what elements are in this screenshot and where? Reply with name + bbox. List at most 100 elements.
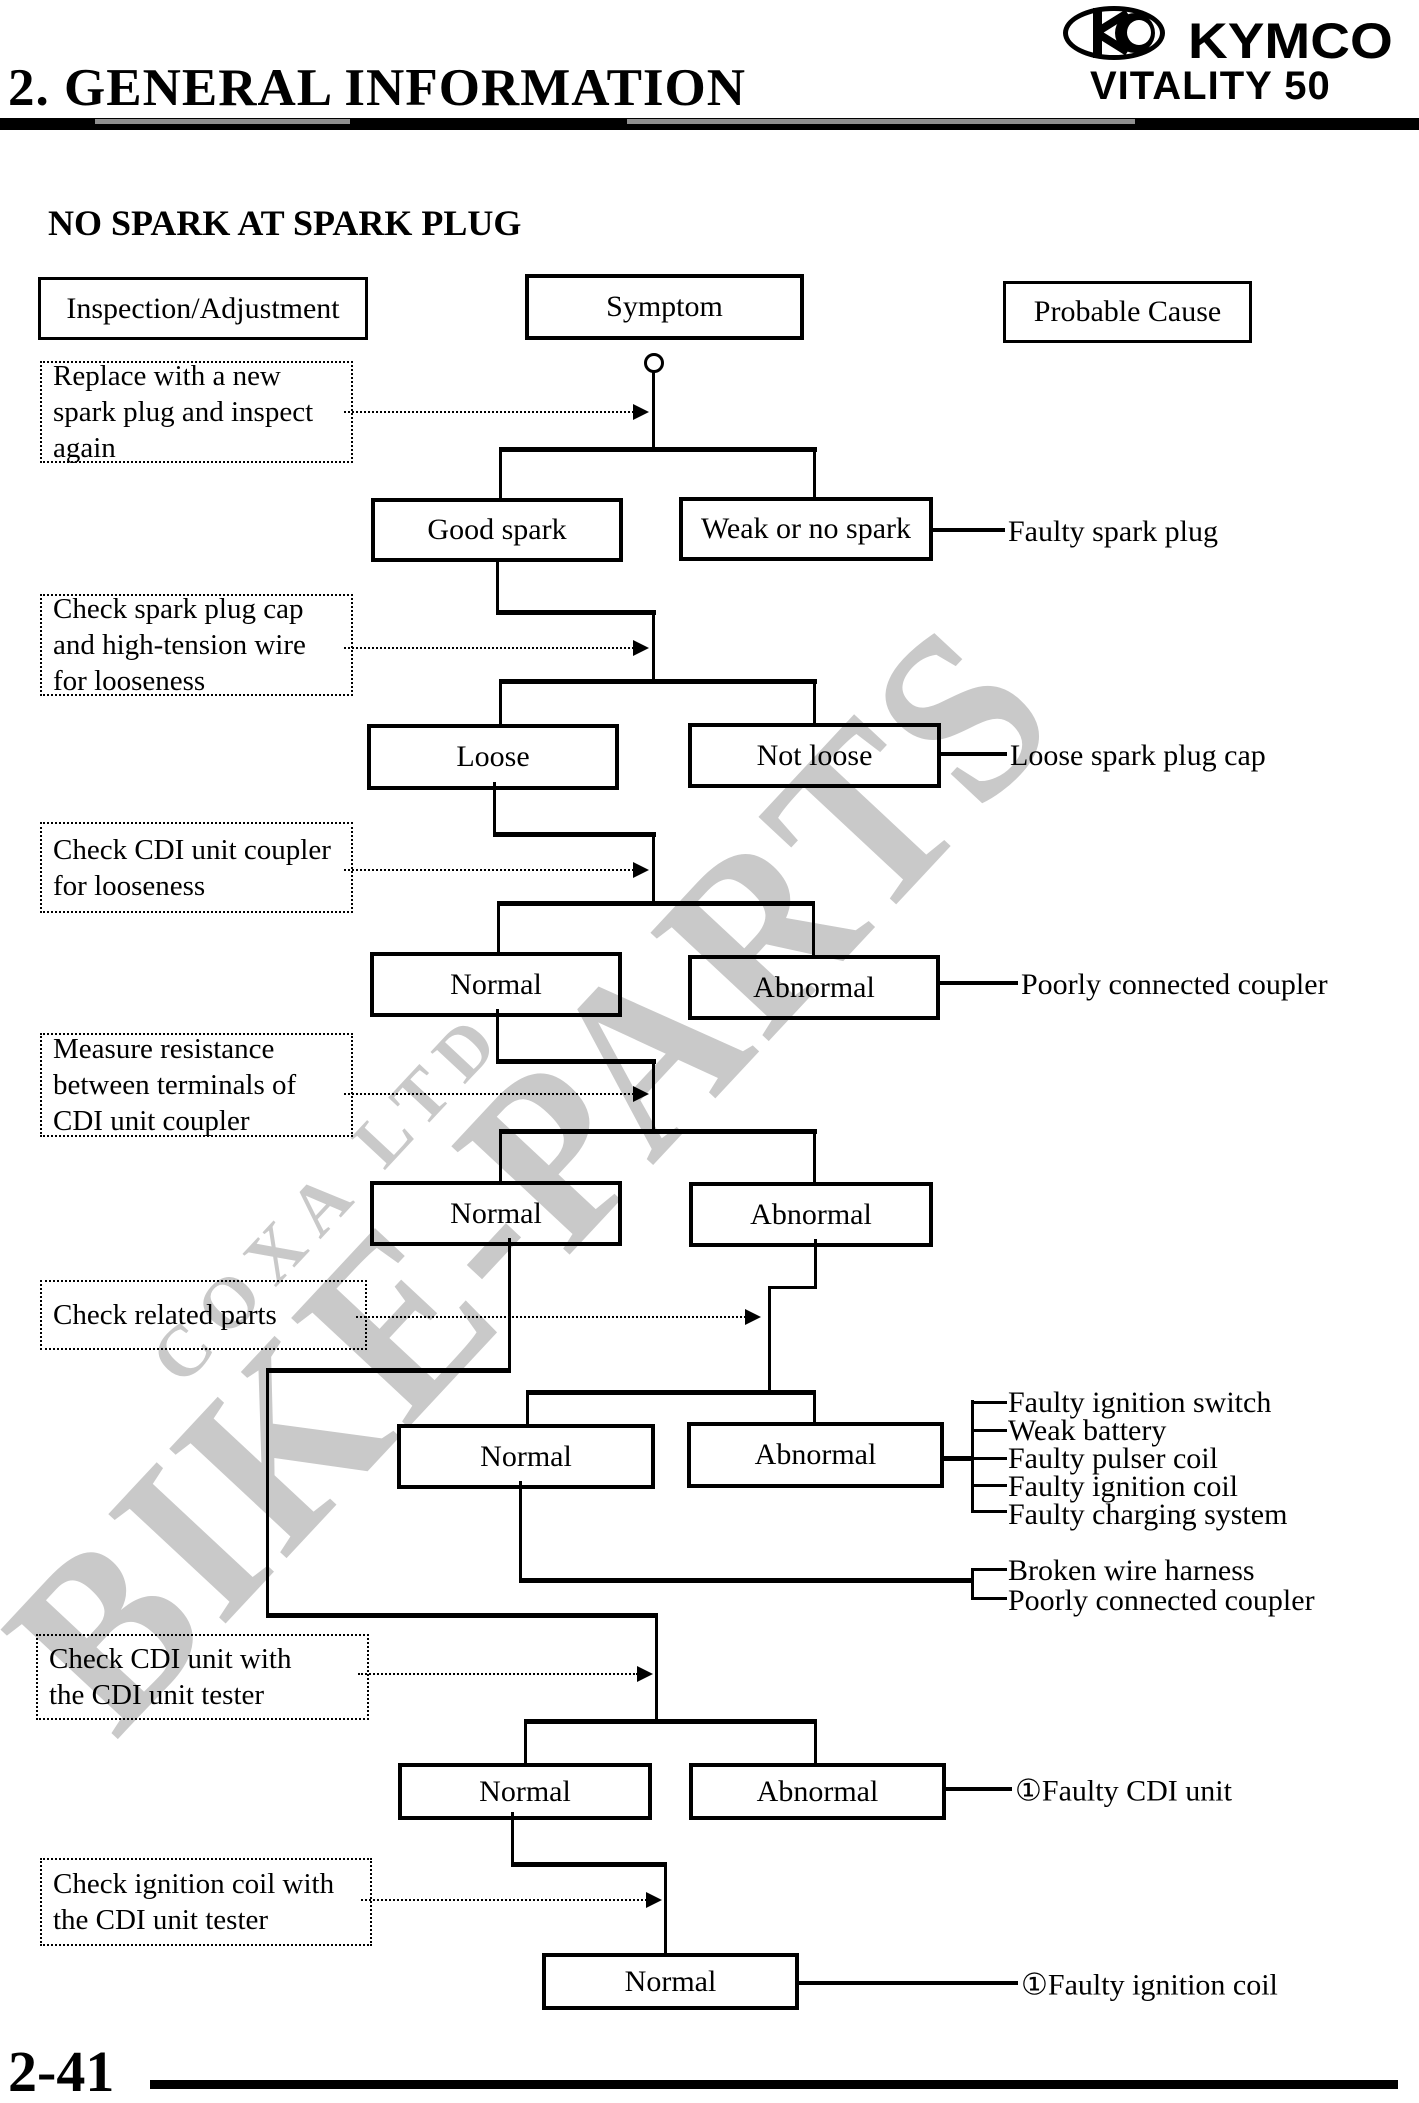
cause-item: Faulty ignition switch [1008,1386,1272,1419]
arrowhead-icon [637,1666,653,1682]
step-line [496,610,656,615]
bypass-line [266,1368,511,1373]
cause-item: Broken wire harness [1008,1554,1255,1587]
column-header-cause: Probable Cause [1003,281,1252,343]
dotted-line [358,1673,638,1675]
inspection-box-replace-plug: Replace with a new spark plug and inspec… [40,360,353,464]
flow-stem [664,1862,667,1953]
bracket-tick [971,1568,1007,1571]
jog-line [768,1286,817,1289]
branch-drop [812,901,815,955]
dotted-arrow-2 [344,640,649,656]
dotted-arrow-6 [358,1666,653,1682]
inspection-line: Check ignition coil with [53,1868,335,1900]
flow-box-weak-no-spark: Weak or no spark [679,497,933,561]
column-header-inspection: Inspection/Adjustment [38,277,368,340]
inspection-line: between terminals of [53,1069,297,1101]
cause-bracket [971,1400,974,1512]
step-drop [511,1812,514,1865]
branch-drop [497,901,500,952]
inspection-line: and high-tension wire [53,629,306,661]
logo-ellipse [1063,6,1165,60]
bracket-tick [971,1597,1007,1600]
footer-page-number: 2-41 [8,2039,115,2103]
branch-drop [499,679,502,724]
cause-text-poorly-connected-coupler: Poorly connected coupler [1021,968,1328,1001]
cause-connector [940,981,1018,985]
inspection-line: again [53,432,116,464]
cause-connector [941,752,1007,756]
model-name: VITALITY 50 [1090,64,1331,108]
branch-drop [526,1390,529,1424]
branch-line [497,901,815,906]
step-line [496,1059,656,1064]
dotted-line [356,1316,746,1318]
arrowhead-icon [646,1892,662,1908]
cause-item: Poorly connected coupler [1008,1584,1315,1617]
step-drop [493,782,496,835]
dotted-arrow-5 [356,1309,761,1325]
column-header-symptom: Symptom [525,274,804,340]
cause-list-electrical: Faulty ignition switch Weak battery Faul… [1008,1386,1287,1530]
start-node-icon [644,353,664,373]
branch-drop [499,1129,502,1181]
branch-line [499,1129,817,1134]
inspection-line: Check spark plug cap [53,593,304,625]
branch-drop [524,1719,527,1763]
step-line [511,1862,667,1867]
flow-stem [652,371,655,451]
cause-connector [944,1456,972,1461]
cause-text-loose-plug-cap: Loose spark plug cap [1010,739,1266,772]
step-drop [496,1009,499,1062]
normal-feed-line [519,1578,972,1583]
page-title: NO SPARK AT SPARK PLUG [48,203,522,243]
flow-box-good-spark: Good spark [371,498,623,562]
cause-connector [946,1787,1012,1791]
dotted-line [344,1093,634,1095]
cause-connector [799,1981,1018,1985]
branch-drop [813,1390,816,1422]
dotted-line [361,1899,647,1901]
flow-box-cdi-normal: Normal [398,1763,652,1820]
branch-drop [814,1719,817,1763]
inspection-line: for looseness [53,665,206,697]
arrowhead-icon [633,404,649,420]
dotted-arrow-7 [361,1892,662,1908]
cause-list-harness: Broken wire harness Poorly connected cou… [1008,1556,1315,1616]
bracket-tick [971,1401,1007,1404]
arrowhead-icon [745,1309,761,1325]
branch-drop [813,447,816,498]
inspection-line: Check CDI unit coupler [53,833,331,866]
flow-box-related-normal: Normal [397,1424,655,1489]
flow-stem [655,1613,658,1721]
inspection-line: the CDI unit tester [53,1904,269,1936]
flow-box-cdi-abnormal: Abnormal [689,1763,946,1820]
arrowhead-icon [633,862,649,878]
step-line [493,832,656,837]
branch-line [524,1719,817,1724]
flow-stem [652,832,655,904]
branch-line [526,1390,816,1395]
inspection-box-cdi-coupler: Check CDI unit coupler for looseness [40,822,353,913]
inspection-line: for looseness [53,869,206,902]
flow-box-final-normal: Normal [542,1953,799,2010]
bracket-tick [971,1510,1007,1513]
dotted-line [344,647,634,649]
dotted-line [344,869,634,871]
branch-line [499,447,817,452]
inspection-line: Measure resistance [53,1033,275,1065]
inspection-box-ignition-coil: Check ignition coil with the CDI unit te… [40,1858,372,1946]
cause-text-faulty-ignition-coil: ①Faulty ignition coil [1021,1968,1278,2002]
inspection-box-cdi-tester: Check CDI unit with the CDI unit tester [36,1634,369,1720]
header-rule-segment [95,119,350,124]
flow-box-coupler-normal: Normal [370,952,622,1017]
dotted-arrow-3 [344,862,649,878]
bracket-tick [971,1429,1007,1432]
bypass-drop [508,1238,511,1373]
flow-stem [652,1059,655,1131]
dotted-arrow-1 [344,404,649,420]
flow-box-resistance-abnormal: Abnormal [689,1182,933,1247]
arrowhead-icon [633,640,649,656]
brand-name: KYMCO [1188,13,1393,69]
bypass-drop [266,1368,269,1616]
